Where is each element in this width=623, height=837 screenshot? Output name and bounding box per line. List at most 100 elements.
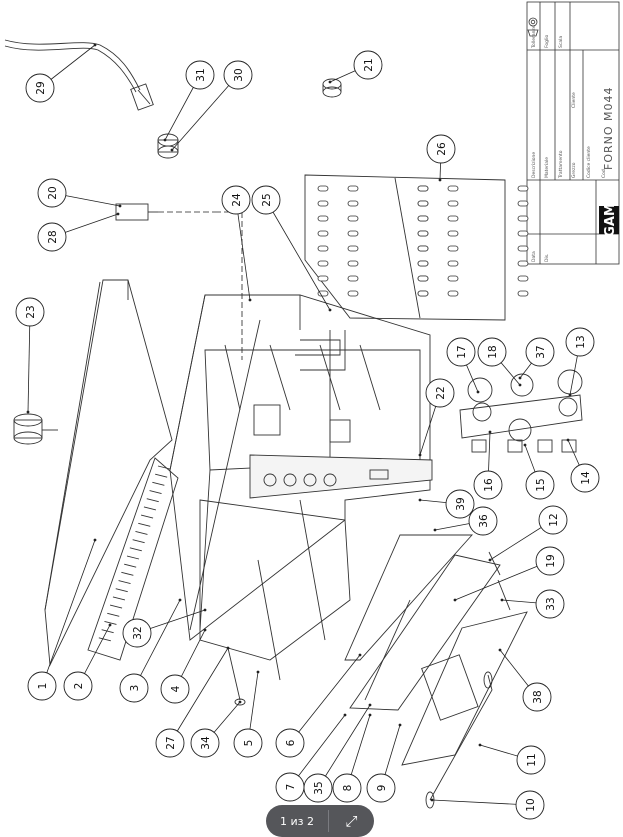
callout-29: 29 (25, 73, 55, 103)
part-1-top-cover (44, 279, 173, 667)
callout-5: 5 (233, 728, 263, 758)
title-block-field: Descrizione (531, 152, 537, 178)
leader-line-3 (133, 599, 181, 689)
callout-number: 16 (483, 478, 495, 492)
leader-line-25 (265, 199, 331, 311)
leader-dot-30 (170, 148, 174, 152)
title-block-field: Trattamento (558, 150, 564, 179)
title-block-field: Data (531, 251, 537, 262)
callout-number: 30 (233, 68, 245, 81)
callout-number: 12 (548, 513, 560, 526)
callout-15: 15 (525, 470, 555, 500)
projection-symbol-icon (527, 17, 539, 37)
leader-dot-36 (433, 528, 437, 532)
callout-number: 28 (47, 230, 59, 243)
callout-number: 39 (455, 497, 467, 510)
callout-32: 32 (122, 618, 152, 648)
leader-dot-21 (328, 80, 332, 84)
title-block-field: Codice cliente (586, 146, 592, 178)
callout-number: 19 (545, 554, 557, 567)
leader-dot-38 (498, 648, 502, 652)
motor-assembly (459, 369, 583, 453)
leader-dot-18 (518, 383, 522, 387)
callout-38: 38 (522, 682, 552, 712)
leader-dot-1 (93, 538, 97, 542)
callout-number: 6 (285, 739, 297, 746)
callout-6: 6 (275, 728, 305, 758)
leader-dot-9 (398, 723, 402, 727)
brand-logo: GAM (599, 203, 619, 237)
callout-number: 14 (580, 471, 592, 485)
leader-dot-10 (430, 798, 434, 802)
callout-number: 18 (487, 345, 499, 358)
oven-body (169, 294, 433, 681)
leader-dot-25 (328, 308, 332, 312)
part-20-28-probe (115, 203, 243, 360)
callout-number: 17 (456, 345, 468, 358)
leader-dot-37 (518, 376, 522, 380)
callout-number: 10 (525, 798, 537, 811)
leader-dot-14 (566, 438, 570, 442)
part-27-34-foot (227, 647, 246, 706)
leader-lines (26, 43, 586, 806)
callout-36: 36 (468, 506, 498, 536)
leader-dot-13 (568, 393, 572, 397)
leader-dot-11 (478, 743, 482, 747)
svg-text:GAM: GAM (603, 203, 618, 237)
callout-number: 1 (37, 683, 49, 690)
callout-number: 15 (535, 478, 547, 491)
callout-35: 35 (303, 773, 333, 803)
part-29-cable (4, 39, 154, 111)
title-block-field: Foglio (544, 34, 550, 48)
callout-10: 10 (515, 790, 545, 820)
callout-27: 27 (155, 728, 185, 758)
leader-line-30 (171, 74, 239, 151)
leader-dot-23 (26, 410, 30, 414)
leader-dot-26 (438, 178, 442, 182)
callout-number: 21 (363, 58, 375, 71)
callout-22: 22 (425, 378, 455, 408)
callout-number: 33 (545, 597, 557, 610)
leader-dot-15 (523, 443, 527, 447)
callout-number: 8 (342, 785, 354, 792)
callout-number: 13 (575, 335, 587, 348)
callout-20: 20 (37, 178, 67, 208)
callout-number: 3 (129, 685, 141, 692)
product-title: FORNO M044 (602, 87, 615, 171)
leader-dot-34 (238, 700, 242, 704)
leader-dot-39 (418, 498, 422, 502)
callout-number: 7 (285, 784, 297, 791)
leader-dot-20 (118, 204, 122, 208)
leader-line-6 (289, 654, 361, 744)
callout-33: 33 (535, 589, 565, 619)
callout-18: 18 (477, 337, 507, 367)
page-indicator: 1 из 2 (280, 814, 314, 828)
leader-dot-28 (116, 212, 120, 216)
callout-14: 14 (570, 463, 600, 493)
callout-number: 26 (436, 142, 448, 156)
door-assembly (344, 534, 528, 809)
callout-16: 16 (473, 470, 503, 500)
callout-1: 1 (27, 671, 57, 701)
leader-dot-27 (226, 646, 230, 650)
callout-number: 29 (35, 81, 47, 94)
leader-dot-12 (488, 558, 492, 562)
leader-dot-6 (358, 653, 362, 657)
callout-17: 17 (446, 337, 476, 367)
callout-number: 34 (200, 736, 212, 750)
callout-number: 9 (376, 785, 388, 792)
callout-26: 26 (426, 134, 456, 164)
callout-number: 36 (478, 514, 490, 528)
leader-dot-24 (248, 298, 252, 302)
expand-icon[interactable]: ⤢ (345, 812, 358, 830)
leader-dot-4 (203, 628, 207, 632)
leader-dot-3 (178, 598, 182, 602)
leader-line-7 (289, 714, 346, 788)
callout-24: 24 (221, 185, 251, 215)
callout-number: 23 (25, 305, 37, 318)
callout-11: 11 (516, 745, 546, 775)
leader-dot-32 (203, 608, 207, 612)
title-block-field: Tolleranze (531, 25, 537, 49)
